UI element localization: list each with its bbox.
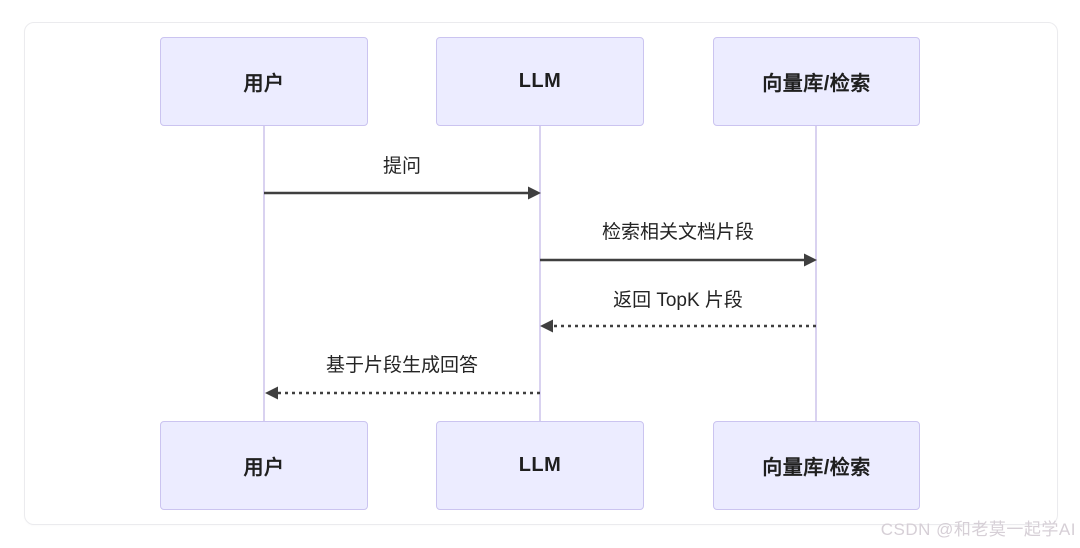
watermark: CSDN @和老莫一起学AI <box>880 520 1076 539</box>
actor-user-bottom: 用户 <box>160 421 368 510</box>
message-3-label: 返回 TopK 片段 <box>613 290 743 311</box>
lifeline-llm <box>539 126 541 421</box>
actor-llm-top: LLM <box>436 37 644 126</box>
actor-user-top-label: 用户 <box>243 73 285 95</box>
actor-user-bottom-label: 用户 <box>243 457 285 479</box>
actor-vector-top: 向量库/检索 <box>713 37 920 126</box>
actor-vector-top-label: 向量库/检索 <box>762 73 871 95</box>
actor-llm-bottom: LLM <box>436 421 644 510</box>
actor-user-top: 用户 <box>160 37 368 126</box>
actor-llm-bottom-label: LLM <box>518 454 562 476</box>
lifeline-vector <box>815 126 817 421</box>
message-2-label: 检索相关文档片段 <box>601 222 755 243</box>
actor-vector-bottom: 向量库/检索 <box>713 421 920 510</box>
actor-vector-bottom-label: 向量库/检索 <box>762 457 871 479</box>
actor-llm-top-label: LLM <box>518 70 562 92</box>
message-1-label: 提问 <box>382 156 422 177</box>
lifeline-user <box>263 126 265 421</box>
message-4-label: 基于片段生成回答 <box>325 355 479 376</box>
